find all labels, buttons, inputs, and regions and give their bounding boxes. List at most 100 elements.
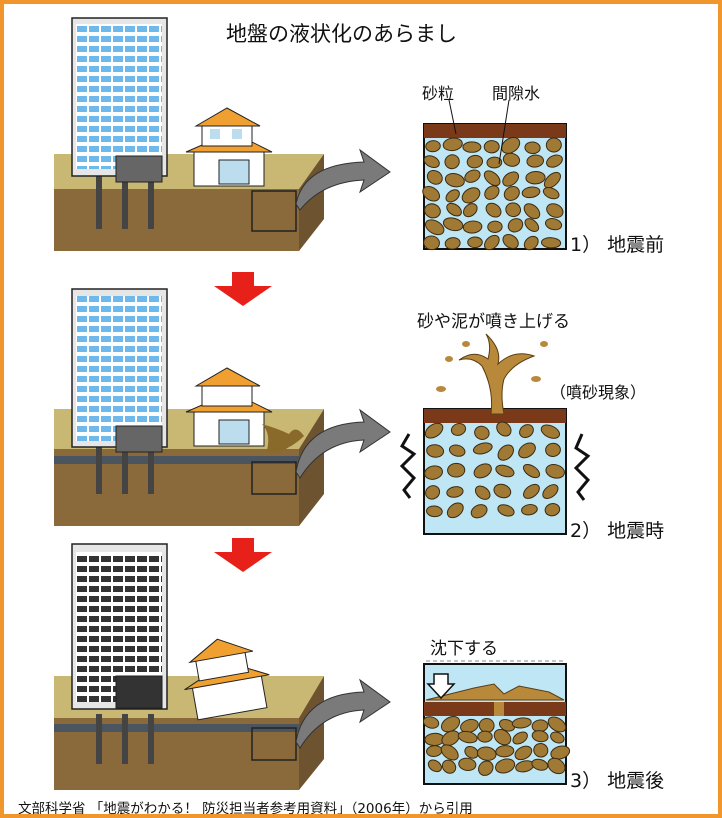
curved-arrow-icon bbox=[295, 678, 391, 749]
stage-1-label: 1） 地震前 bbox=[570, 234, 665, 256]
sand-grain bbox=[523, 235, 539, 251]
sand-grain bbox=[441, 759, 457, 774]
sand-grain bbox=[512, 731, 528, 745]
sand-grain bbox=[426, 444, 445, 458]
sand-grain bbox=[550, 731, 565, 744]
sand-grain bbox=[542, 484, 559, 499]
sand-grain bbox=[476, 746, 497, 761]
sand-grain bbox=[444, 154, 460, 170]
sand-grain bbox=[450, 423, 467, 436]
diagram-title: 地盤の液状化のあらまし bbox=[226, 22, 457, 46]
sand-grain bbox=[446, 202, 462, 217]
building bbox=[71, 17, 168, 229]
sand-grain bbox=[546, 154, 563, 168]
sand-grain bbox=[542, 187, 560, 200]
sand-grain bbox=[514, 745, 533, 761]
sand-grain bbox=[444, 172, 465, 188]
shake-zigzag-icon bbox=[573, 433, 591, 501]
down-arrow-icon bbox=[214, 538, 272, 572]
sand-grain bbox=[460, 718, 479, 733]
sand-grain bbox=[425, 505, 443, 518]
sand-grain bbox=[473, 463, 492, 479]
stage-1-scene bbox=[54, 17, 391, 251]
sand-grain bbox=[424, 422, 444, 439]
sand-grain bbox=[485, 202, 502, 218]
sand-grain bbox=[448, 444, 466, 457]
sand-grain bbox=[531, 758, 549, 771]
zoom-box bbox=[251, 727, 297, 761]
sand-grain bbox=[423, 155, 440, 169]
sand-grain bbox=[422, 186, 441, 202]
curved-arrow-icon bbox=[295, 408, 391, 479]
sand-grain bbox=[495, 758, 516, 774]
sand-grain bbox=[495, 745, 515, 758]
sand-grain bbox=[425, 485, 441, 500]
house bbox=[185, 367, 273, 447]
sand-grain bbox=[502, 152, 521, 167]
curved-arrow-icon bbox=[295, 148, 391, 211]
sand-grain bbox=[462, 141, 482, 153]
sand-grain bbox=[497, 504, 515, 517]
sand-grain bbox=[493, 728, 512, 746]
sand-grain bbox=[503, 185, 520, 201]
sand-grain bbox=[547, 716, 567, 733]
sand-grain bbox=[540, 424, 561, 439]
sand-grain bbox=[523, 203, 541, 220]
sand-grain bbox=[461, 187, 481, 204]
sand-grain bbox=[458, 757, 477, 772]
sand-grain bbox=[464, 169, 481, 183]
sand-grain bbox=[463, 203, 478, 218]
sand-grain bbox=[544, 503, 561, 517]
sand-grain bbox=[543, 171, 561, 189]
sand-grain bbox=[446, 486, 464, 498]
eruption-label: 砂や泥が噴き上げる bbox=[417, 312, 570, 332]
down-arrow-icon bbox=[214, 272, 272, 306]
sand-grain bbox=[426, 169, 443, 185]
sand-grain bbox=[533, 742, 549, 758]
sand-grain bbox=[547, 757, 566, 775]
sand-grain bbox=[470, 504, 488, 519]
sand-grain bbox=[496, 421, 512, 437]
stage-3-scene bbox=[54, 543, 391, 790]
sand-grain bbox=[521, 186, 541, 199]
sand-grain bbox=[483, 140, 500, 154]
sand-grain bbox=[519, 424, 534, 439]
sand-grain bbox=[507, 218, 524, 233]
sand-grain bbox=[442, 217, 464, 232]
sand-grain bbox=[427, 759, 442, 773]
sand-grain bbox=[493, 483, 512, 499]
sand-grain bbox=[545, 442, 561, 458]
stage-2-soil-box bbox=[423, 333, 567, 535]
sand-grain bbox=[424, 465, 443, 480]
sand-eruption bbox=[458, 333, 536, 415]
sand-grain bbox=[524, 141, 541, 155]
sand-grain bbox=[525, 170, 546, 185]
house bbox=[184, 638, 270, 721]
sand-grain bbox=[440, 744, 459, 761]
sand-grain bbox=[495, 464, 515, 478]
subsidence-label: 沈下する bbox=[430, 639, 498, 659]
sand-grain bbox=[486, 156, 503, 169]
sand-grain bbox=[466, 154, 484, 169]
sand-grain bbox=[472, 442, 493, 455]
sand-grain bbox=[440, 716, 461, 733]
sand-grain bbox=[502, 234, 519, 249]
building bbox=[71, 543, 168, 764]
sand-grain bbox=[544, 218, 563, 231]
zoom-box bbox=[251, 461, 297, 495]
sand-grain bbox=[545, 137, 562, 153]
sand-grain bbox=[505, 202, 522, 218]
soil-layer bbox=[54, 189, 299, 251]
sand-grain bbox=[522, 463, 541, 479]
pore-water-leader bbox=[498, 99, 510, 165]
sand-grain bbox=[521, 504, 538, 516]
sand-grain bbox=[425, 140, 441, 153]
sand-grain-leader bbox=[448, 99, 457, 135]
sand-grain bbox=[474, 485, 491, 500]
sand-grain bbox=[524, 218, 540, 233]
sand-grain bbox=[523, 483, 540, 499]
sand-grain bbox=[445, 189, 460, 203]
sand-grain bbox=[497, 444, 514, 461]
sand-grain-label: 砂粒 bbox=[422, 84, 455, 103]
